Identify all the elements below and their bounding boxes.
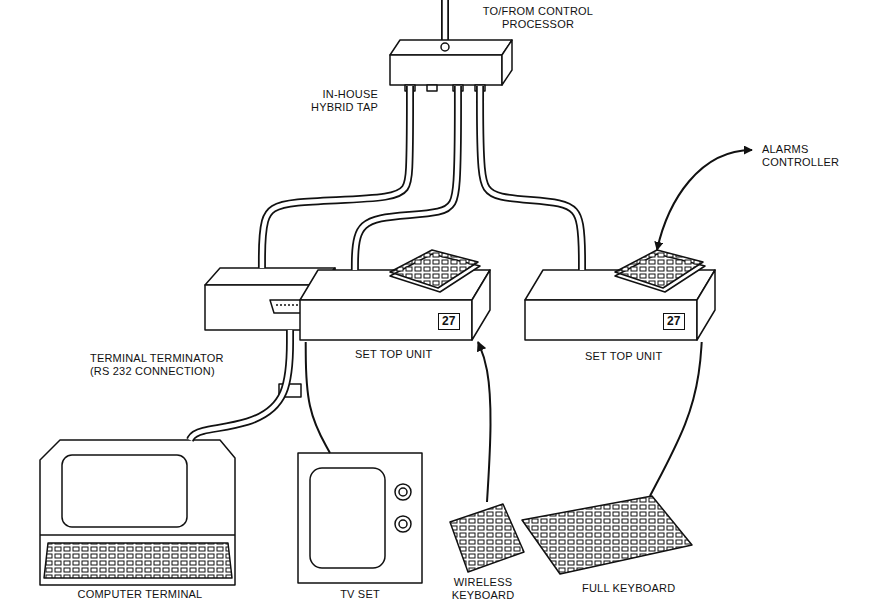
signal-line [478,342,490,502]
terminal-keyboard [44,543,232,578]
computer-terminal: COMPUTER TERMINAL [40,440,235,585]
signal-line [306,342,330,453]
set-top-unit: 27SET TOP UNIT [300,270,490,342]
wireless-keyboard: WIRELESS KEYBOARD [448,502,526,574]
stu-label: SET TOP UNIT [585,350,695,363]
channel-display: 27 [663,313,685,330]
set-top-unit: 27SET TOP UNIT [525,270,715,342]
tv-label: TV SET [310,588,410,601]
hybrid-tap: IN-HOUSE HYBRID TAP [390,40,512,86]
stu-label: SET TOP UNIT [355,348,465,361]
tv-knob [395,516,411,532]
tap-side [502,40,512,85]
coax-cable [480,86,582,270]
terminal-terminator: TERMINAL TERMINATOR (RS 232 CONNECTION) [205,268,335,330]
cable-sheath [480,86,582,270]
full-keyboard: FULL KEYBOARD [520,496,694,576]
coax-cable [355,86,458,270]
cable-core [262,86,410,268]
processor-label: TO/FROM CONTROL PROCESSOR [468,5,608,31]
channel-display: 27 [438,313,460,330]
tap-front [390,55,502,85]
signal-line [650,342,702,496]
stu-side [697,270,715,340]
cable-sheath [355,86,458,270]
tv-set: TV SET [298,453,422,583]
full-keyboard-shape [522,496,692,574]
cable-sheath [190,330,290,440]
keypad [615,250,703,288]
cable-core [355,86,458,270]
tap-top [390,40,512,55]
cable-core [190,330,290,440]
stu-front [300,300,472,340]
stu-side [472,270,490,340]
terminal-divider [40,534,235,536]
cable-sheath [262,86,410,268]
line [650,342,702,496]
terminal-screen [62,455,187,527]
alarms-arrow [657,150,752,250]
stu-front [525,300,697,340]
alarms-label: ALARMS CONTROLLER [762,143,862,169]
coax-cable [190,330,290,440]
tv-knob [399,488,407,496]
line [306,342,330,453]
terminal-body [40,440,235,585]
wireless-keyboard-shape [450,504,524,572]
tap-label: IN-HOUSE HYBRID TAP [298,88,378,114]
terminator-label: TERMINAL TERMINATOR (RS 232 CONNECTION) [90,352,240,378]
coax-cable [262,86,410,268]
tv-knob [399,520,407,528]
keyboard-label: FULL KEYBOARD [582,582,702,595]
terminal-label: COMPUTER TERMINAL [45,588,235,601]
line [478,342,490,502]
keypad [390,250,478,288]
tv-screen [310,468,385,568]
cable-core [480,86,582,270]
tap-input-port [441,43,449,51]
connector-pins [276,304,302,306]
tv-cabinet [298,453,422,583]
keyboard-label: WIRELESS KEYBOARD [440,576,526,602]
tap-port [427,85,437,91]
tv-knob [395,484,411,500]
